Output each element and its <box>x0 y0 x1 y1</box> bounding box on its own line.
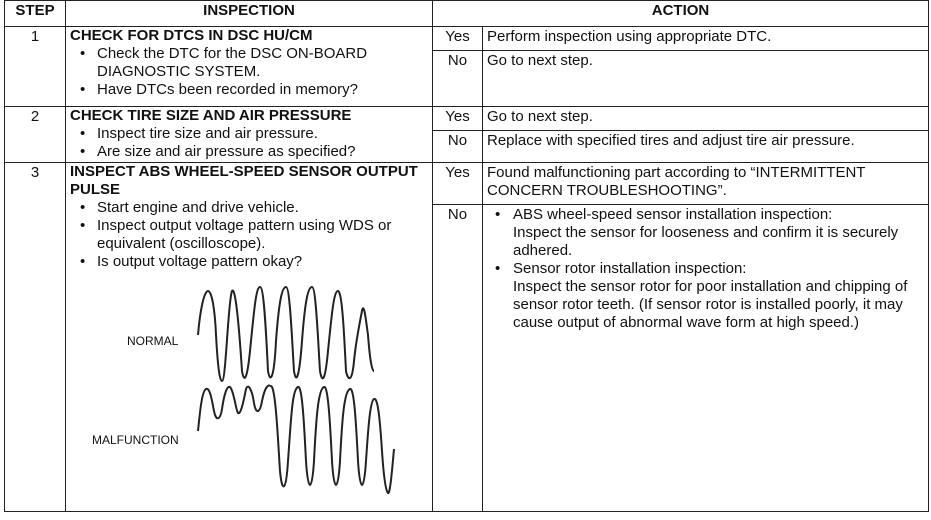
step-1-no-action: Go to next step. <box>482 50 929 107</box>
step-3-yes-action: Found malfunctioning part according to “… <box>482 161 929 206</box>
step-3-no-item-1-text: Inspect the sensor for looseness and con… <box>513 224 899 260</box>
header-action: ACTION <box>432 0 929 27</box>
table-header-row: STEP INSPECTION ACTION <box>4 0 929 27</box>
waveform-figure: NORMAL MALFUNCTION <box>70 271 428 511</box>
step-1-item-2: Have DTCs been recorded in memory? <box>70 81 428 99</box>
step-2-yes-action: Go to next step. <box>482 106 929 131</box>
step-2-yes-label: Yes <box>432 106 483 131</box>
step-1-yes-action: Perform inspection using appropriate DTC… <box>482 26 929 51</box>
step-2-title: CHECK TIRE SIZE AND AIR PRESSURE <box>70 107 352 124</box>
normal-label: NORMAL <box>127 334 179 348</box>
step-3-yes-row: 3 INSPECT ABS WHEEL-SPEED SENSOR OUTPUT … <box>4 161 929 512</box>
step-1-item-1: Check the DTC for the DSC ON-BOARD DIAGN… <box>70 45 428 81</box>
step-1-yes-row: 1 CHECK FOR DTCS IN DSC HU/CM Check the … <box>4 26 929 107</box>
step-3-item-3: Is output voltage pattern okay? <box>70 253 428 271</box>
step-3-title: INSPECT ABS WHEEL-SPEED SENSOR OUTPUT PU… <box>70 163 418 198</box>
header-step: STEP <box>4 0 66 27</box>
step-1-yes-label: Yes <box>432 26 483 51</box>
step-3-no-item-1-heading: ABS wheel-speed sensor installation insp… <box>513 206 833 224</box>
step-3-item-1: Start engine and drive vehicle. <box>70 199 428 217</box>
step-2-number: 2 <box>4 106 66 163</box>
step-3-inspection: INSPECT ABS WHEEL-SPEED SENSOR OUTPUT PU… <box>65 162 433 512</box>
step-1-number: 1 <box>4 26 66 107</box>
step-3-no-item-2-text: Inspect the sensor rotor for poor instal… <box>513 278 908 332</box>
step-2-no-label: No <box>432 130 483 163</box>
waveform-illustration <box>197 285 395 495</box>
step-3-no-item-2-heading: Sensor rotor installation inspection: <box>513 260 747 278</box>
step-3-no-label: No <box>432 204 483 512</box>
step-2-yes-row: 2 CHECK TIRE SIZE AND AIR PRESSURE Inspe… <box>4 106 929 163</box>
step-3-no-row: No ABS wheel-speed sensor installation i… <box>5 204 929 512</box>
step-2-no-action: Replace with specified tires and adjust … <box>482 130 929 163</box>
step-2-item-2: Are size and air pressure as specified? <box>70 143 428 161</box>
step-2-no-row: No Replace with specified tires and adju… <box>5 130 929 163</box>
malfunction-waveform <box>197 384 395 495</box>
step-2-item-1: Inspect tire size and air pressure. <box>70 125 428 143</box>
step-3-yes-label: Yes <box>432 161 483 206</box>
step-2-inspection: CHECK TIRE SIZE AND AIR PRESSURE Inspect… <box>65 106 433 163</box>
step-3-number: 3 <box>4 162 66 512</box>
step-3-item-2: Inspect output voltage pattern using WDS… <box>70 217 428 253</box>
step-3-no-item-2: Sensor rotor installation inspection: In… <box>487 260 924 332</box>
diagnostic-table: STEP INSPECTION ACTION 1 CHECK FOR DTCS … <box>4 0 929 512</box>
step-1-no-label: No <box>432 50 483 107</box>
step-1-title: CHECK FOR DTCS IN DSC HU/CM <box>70 27 313 44</box>
step-3-no-action: ABS wheel-speed sensor installation insp… <box>482 204 929 512</box>
diagnostic-procedure: STEP INSPECTION ACTION 1 CHECK FOR DTCS … <box>4 0 929 518</box>
step-3-no-item-1: ABS wheel-speed sensor installation insp… <box>487 206 924 260</box>
header-inspection: INSPECTION <box>65 0 433 27</box>
step-1-no-row: No Go to next step. <box>5 50 929 107</box>
step-1-inspection: CHECK FOR DTCS IN DSC HU/CM Check the DT… <box>65 26 433 107</box>
malfunction-label: MALFUNCTION <box>92 433 179 447</box>
normal-waveform <box>197 285 375 383</box>
